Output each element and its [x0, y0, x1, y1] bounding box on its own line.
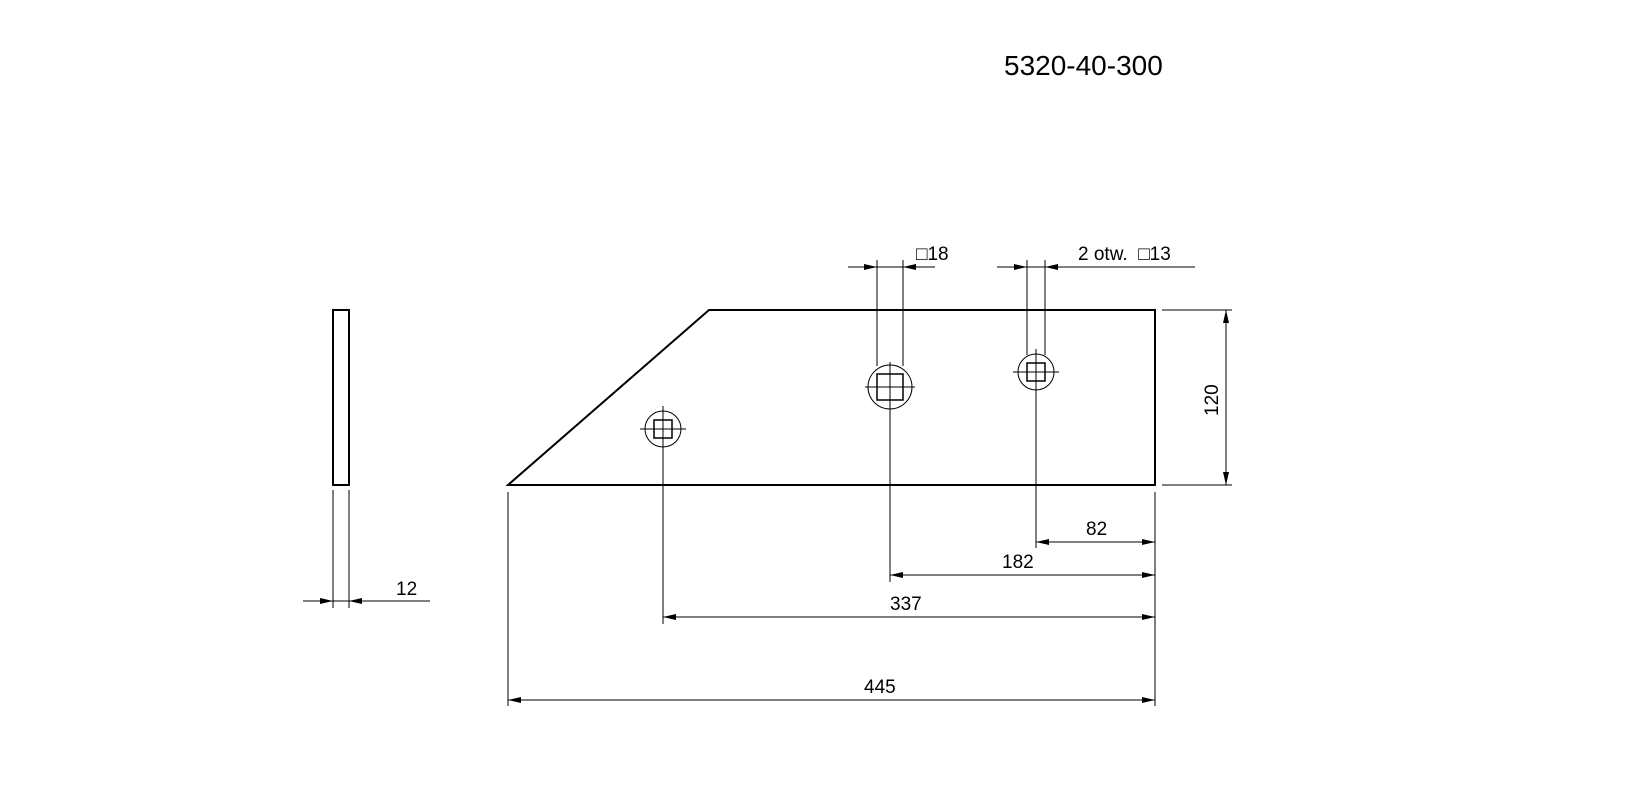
plate-view: [505, 309, 1156, 486]
dimension-82-arrow-right: [1142, 539, 1155, 545]
height-dimension: 120: [1162, 309, 1232, 486]
height-dimension-label: 120: [1202, 384, 1223, 416]
dimension-337-label: 337: [890, 594, 922, 615]
hole-2: [865, 362, 915, 412]
dimension-445-label: 445: [864, 677, 896, 698]
large-hole-callout: □18: [848, 244, 949, 366]
large-hole-arrow-right: [903, 264, 916, 270]
side-view-outline: [332, 309, 350, 486]
dimension-82: 82: [1036, 519, 1155, 545]
side-view: 12: [303, 309, 430, 608]
hole-1: [640, 406, 686, 452]
plate-outline: [505, 309, 1156, 486]
dimension-445-arrow-right: [1142, 697, 1155, 703]
small-holes-callout: 2 otw. □13: [997, 244, 1195, 355]
small-hole-arrow-left: [1014, 264, 1027, 270]
dimension-182-arrow-right: [1142, 572, 1155, 578]
dimension-445-arrow-left: [508, 697, 521, 703]
height-arrow-bottom: [1223, 472, 1229, 485]
dimension-82-arrow-left: [1036, 539, 1049, 545]
dimension-182: 182: [890, 552, 1155, 578]
dimension-337: 337: [663, 594, 1155, 620]
thickness-dimension-label: 12: [396, 579, 417, 600]
small-holes-label: 2 otw. □13: [1078, 244, 1171, 265]
dimension-82-label: 82: [1086, 519, 1107, 540]
small-hole-arrow-right: [1045, 264, 1058, 270]
height-arrow-top: [1223, 310, 1229, 323]
thickness-arrow-left: [320, 598, 333, 604]
dimension-182-arrow-left: [890, 572, 903, 578]
thickness-arrow-right: [349, 598, 362, 604]
large-hole-arrow-left: [864, 264, 877, 270]
dimension-445: 445: [508, 677, 1155, 703]
hole-3: [1013, 349, 1059, 395]
large-hole-label: □18: [916, 244, 949, 265]
part-number: 5320-40-300: [1004, 50, 1163, 81]
dimension-337-arrow-left: [663, 614, 676, 620]
dimension-182-label: 182: [1002, 552, 1034, 573]
dimension-337-arrow-right: [1142, 614, 1155, 620]
